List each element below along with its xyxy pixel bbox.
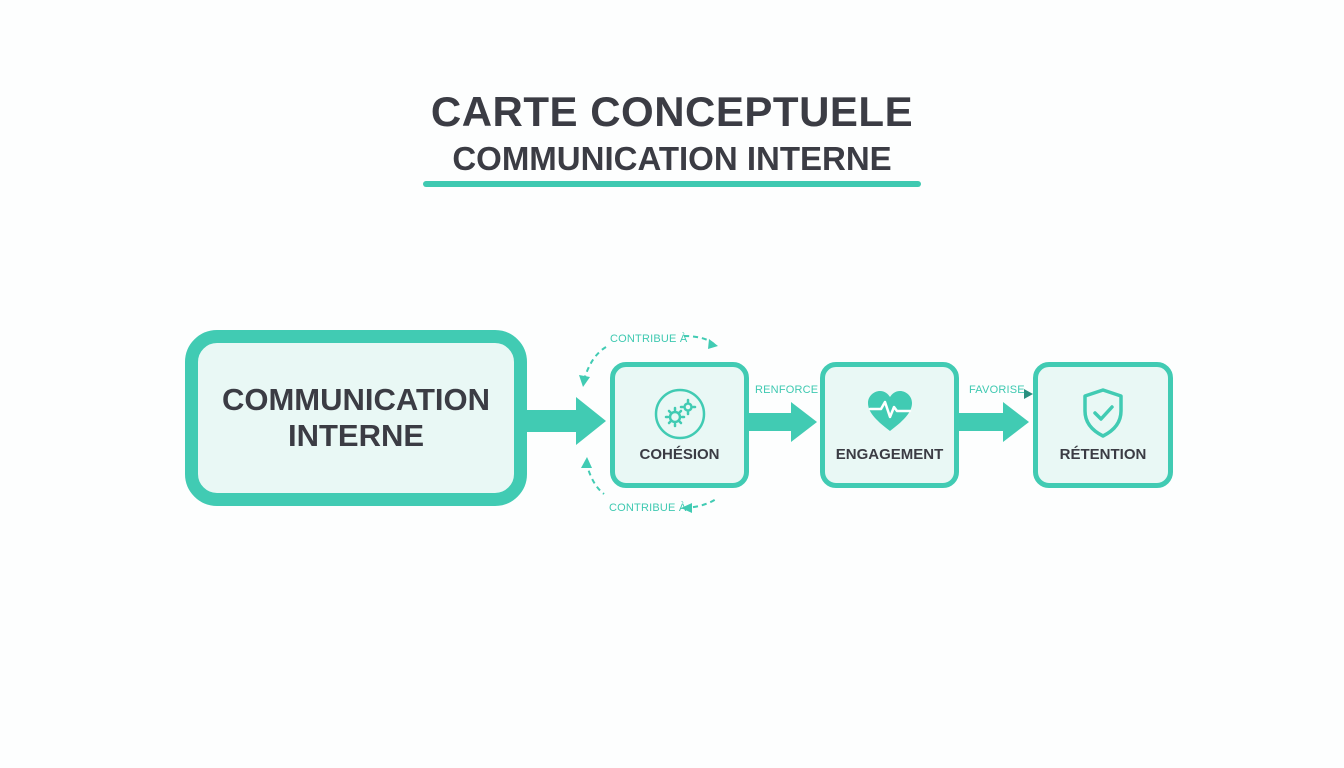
node-cohesion: COHÉSION [610,362,749,488]
node-engagement-label: ENGAGEMENT [835,446,944,463]
node-main-line-1: COMMUNICATION [221,382,491,417]
arrow-main-to-cohesion [525,397,606,445]
heart-pulse-icon [867,391,912,431]
page-subtitle: COMMUNICATION INTERNE [452,140,892,177]
page-title: CARTE CONCEPTUELE [430,88,914,135]
node-retention: RÉTENTION [1033,362,1173,488]
node-retention-label: RÉTENTION [1059,446,1147,463]
arrow-cohesion-to-engagement [747,402,817,442]
cycle-arrowhead-bottom-left [581,457,592,468]
cycle-arrowhead-top-left [579,375,590,387]
node-cohesion-label: COHÉSION [639,446,720,463]
cycle-arrowhead-bottom-right [681,503,692,513]
cycle-arrowhead-top-right [708,339,718,349]
gears-icon [654,388,705,440]
edge-label-contribue-bottom: CONTRIBUE À [609,502,687,514]
edge-label-favorise: FAVORISE [969,384,1025,396]
node-communication-interne: COMMUNICATION INTERNE [185,330,527,506]
edge-label-contribue-top: CONTRIBUE À [610,333,688,345]
favorise-arrowhead [1024,389,1033,399]
edge-label-renforce: RENFORCE [755,384,819,396]
node-main-line-2: INTERNE [287,418,425,453]
title-underline [423,181,921,187]
node-communication-interne-label: COMMUNICATION INTERNE [198,382,514,454]
node-engagement: ENGAGEMENT [820,362,959,488]
shield-check-icon [1083,388,1123,438]
arrow-engagement-to-retention [958,402,1029,442]
